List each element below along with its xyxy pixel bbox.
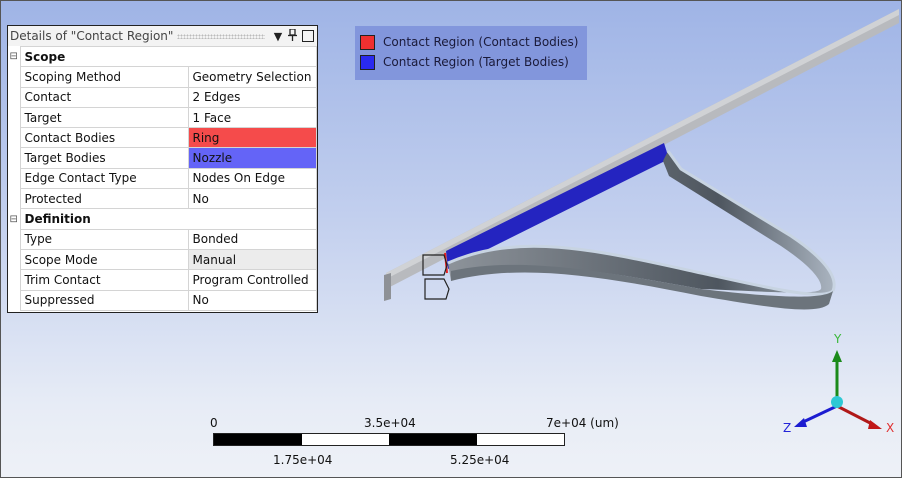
pin-icon[interactable] — [285, 27, 299, 44]
x-axis-label: X — [886, 421, 894, 435]
collapse-icon[interactable]: ⊟ — [8, 46, 20, 67]
details-table: ⊟ Scope Scoping Method Geometry Selectio… — [8, 45, 317, 311]
property-label: Trim Contact — [19, 269, 189, 291]
property-value[interactable]: Nodes On Edge — [187, 167, 317, 190]
scale-bar: 0 3.5e+04 7e+04 (um) 1.75e+04 5.25e+04 — [201, 413, 641, 473]
x-axis-arrow-icon — [868, 420, 882, 429]
scale-label-quarter: 1.75e+04 — [273, 453, 333, 467]
scale-label-0: 0 — [210, 416, 218, 430]
legend-swatch-blue — [360, 54, 375, 70]
group-label: Definition — [19, 208, 317, 230]
details-panel: Details of "Contact Region" ▼ ⊟ Scope Sc… — [7, 25, 318, 313]
collapse-icon[interactable]: ⊟ — [8, 208, 20, 230]
ring-body[interactable] — [447, 150, 836, 310]
property-value[interactable]: 1 Face — [187, 106, 317, 129]
property-label: Target — [19, 106, 189, 129]
property-value[interactable]: 2 Edges — [187, 86, 317, 108]
property-label: Type — [19, 228, 189, 250]
property-label: Protected — [19, 188, 189, 210]
group-header-definition[interactable]: ⊟ Definition — [8, 208, 317, 230]
property-row-target[interactable]: Target 1 Face — [8, 106, 317, 129]
y-axis-label: Y — [833, 332, 842, 346]
triad-origin-sphere[interactable] — [831, 396, 843, 408]
legend-label: Contact Region (Target Bodies) — [383, 55, 569, 69]
property-row-contact[interactable]: Contact 2 Edges — [8, 86, 317, 108]
property-label: Contact — [19, 86, 189, 108]
z-axis-arrow-icon — [794, 418, 807, 427]
property-row-edge-contact-type[interactable]: Edge Contact Type Nodes On Edge — [8, 167, 317, 190]
panel-drag-grip[interactable] — [177, 33, 265, 39]
edge-annotation-box — [422, 254, 448, 276]
target-face-highlight — [446, 143, 669, 269]
details-panel-title: Details of "Contact Region" — [10, 29, 174, 43]
edge-annotation-box — [424, 278, 450, 300]
property-value: Manual — [187, 248, 317, 271]
property-value[interactable]: Geometry Selection — [187, 66, 317, 88]
property-row-trim-contact[interactable]: Trim Contact Program Controlled — [8, 269, 317, 291]
property-label: Edge Contact Type — [19, 167, 189, 190]
property-label: Suppressed — [19, 289, 189, 311]
property-value[interactable]: No — [187, 289, 317, 311]
legend-item-target-bodies: Contact Region (Target Bodies) — [360, 52, 587, 72]
property-label: Scoping Method — [19, 66, 189, 88]
axis-triad[interactable]: Y Z X — [776, 326, 901, 441]
property-row-suppressed[interactable]: Suppressed No — [8, 289, 317, 311]
details-panel-header: Details of "Contact Region" ▼ — [8, 26, 317, 46]
legend-swatch-red — [360, 34, 375, 50]
property-row-protected[interactable]: Protected No — [8, 188, 317, 210]
property-value[interactable]: Program Controlled — [187, 269, 317, 291]
scale-label-three-quarter: 5.25e+04 — [450, 453, 510, 467]
contact-legend: Contact Region (Contact Bodies) Contact … — [355, 26, 587, 80]
property-row-scoping-method[interactable]: Scoping Method Geometry Selection — [8, 66, 317, 88]
property-label: Target Bodies — [19, 147, 189, 169]
scale-label-mid: 3.5e+04 — [364, 416, 416, 430]
group-header-scope[interactable]: ⊟ Scope — [8, 45, 317, 68]
scale-label-max: 7e+04 (um) — [546, 416, 619, 430]
property-row-contact-bodies[interactable]: Contact Bodies Ring — [8, 127, 317, 149]
property-value[interactable]: No — [187, 188, 317, 210]
dropdown-icon[interactable]: ▼ — [273, 29, 283, 43]
maximize-icon[interactable] — [302, 30, 314, 42]
legend-item-contact-bodies: Contact Region (Contact Bodies) — [360, 32, 587, 52]
property-value[interactable]: Bonded — [187, 228, 317, 250]
property-row-scope-mode[interactable]: Scope Mode Manual — [8, 248, 317, 271]
group-label: Scope — [19, 45, 317, 68]
z-axis-label: Z — [783, 421, 791, 435]
legend-label: Contact Region (Contact Bodies) — [383, 35, 579, 49]
scale-bar-graphic — [213, 433, 565, 446]
property-row-type[interactable]: Type Bonded — [8, 228, 317, 250]
property-value[interactable]: Ring — [187, 127, 317, 149]
property-value[interactable]: Nozzle — [187, 147, 317, 169]
property-label: Contact Bodies — [19, 127, 189, 149]
property-row-target-bodies[interactable]: Target Bodies Nozzle — [8, 147, 317, 169]
property-label: Scope Mode — [19, 248, 189, 271]
y-axis-arrow-icon — [832, 350, 842, 362]
